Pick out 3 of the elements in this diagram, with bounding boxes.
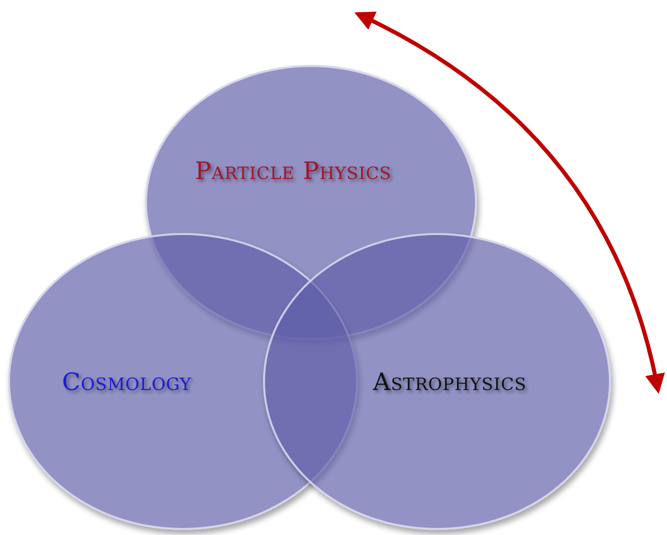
topic-label: Cosmology	[62, 368, 192, 396]
topic-label: Astrophysics	[373, 368, 527, 396]
topic-label: Particle Physics	[195, 157, 392, 185]
